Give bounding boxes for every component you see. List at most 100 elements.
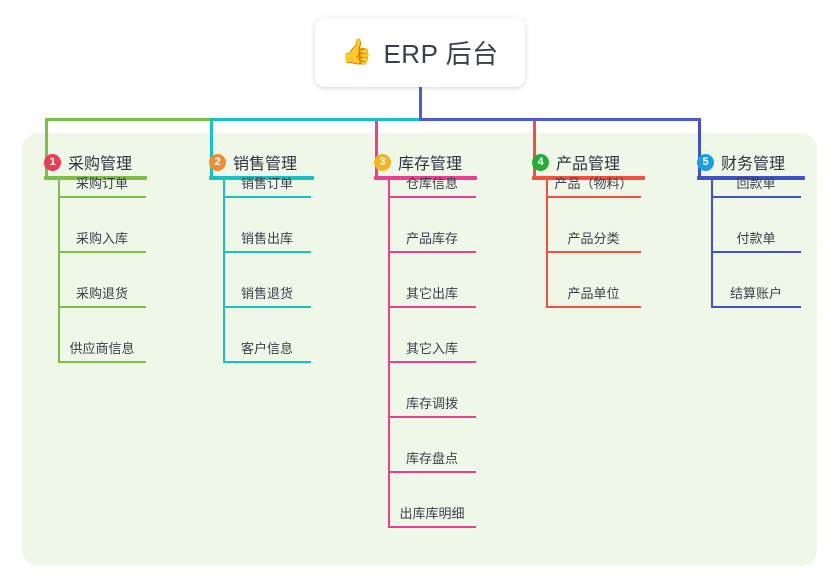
leaf-item-label: 库存盘点 (405, 451, 458, 466)
leaf-item-rule (546, 196, 641, 198)
leaf-item-label: 销售出库 (240, 231, 293, 246)
branch-spine-line (711, 180, 713, 308)
branch-number-badge: 3 (374, 153, 391, 171)
branch-drop-line-3 (375, 118, 378, 176)
branch-spine-line (223, 180, 225, 363)
leaf-item[interactable]: 回款单 (711, 160, 801, 198)
leaf-item[interactable]: 采购订单 (58, 160, 146, 198)
leaf-item-rule (546, 306, 641, 308)
leaf-item[interactable]: 采购退货 (58, 270, 146, 308)
branch-header-label: 财务管理 (721, 156, 786, 173)
leaf-item-rule (546, 251, 641, 253)
branch-number-badge: 4 (532, 153, 549, 171)
leaf-item-label: 客户信息 (240, 341, 293, 356)
leaf-item-label: 产品库存 (405, 231, 458, 246)
bus-segment-1 (45, 118, 211, 121)
leaf-item-label: 产品（物料） (554, 176, 633, 191)
leaf-item[interactable]: 结算账户 (711, 270, 801, 308)
branch-header-2[interactable]: 2 销售管理 (209, 150, 297, 174)
branch-drop-line-1 (45, 118, 48, 176)
leaf-item-rule (223, 196, 311, 198)
leaf-item-rule (58, 361, 146, 363)
leaf-item[interactable]: 库存盘点 (388, 435, 476, 473)
branch-number-badge: 2 (209, 153, 226, 171)
leaf-item[interactable]: 仓库信息 (388, 160, 476, 198)
root-stem-line (419, 87, 422, 121)
branch-spine-line (546, 180, 548, 308)
thumbs-up-icon: 👍 (341, 38, 373, 66)
leaf-item[interactable]: 产品（物料） (546, 160, 641, 198)
bus-segment-3 (419, 118, 701, 121)
branch-header-label: 产品管理 (556, 156, 621, 173)
branch-drop-line-4 (533, 118, 536, 176)
leaf-item-label: 出库库明细 (399, 506, 465, 521)
leaf-item[interactable]: 产品分类 (546, 215, 641, 253)
leaf-item-label: 其它出库 (405, 286, 458, 301)
leaf-item-label: 回款单 (736, 176, 776, 191)
leaf-item[interactable]: 产品单位 (546, 270, 641, 308)
leaf-item-rule (58, 196, 146, 198)
branch-number-badge: 1 (44, 153, 61, 171)
branch-number-badge: 5 (697, 153, 714, 171)
leaf-item-rule (58, 251, 146, 253)
leaf-item-rule (223, 306, 311, 308)
leaf-item-rule (388, 196, 476, 198)
leaf-item[interactable]: 付款单 (711, 215, 801, 253)
leaf-item[interactable]: 其它出库 (388, 270, 476, 308)
leaf-item-rule (388, 251, 476, 253)
leaf-item-label: 库存调拨 (405, 396, 458, 411)
leaf-item-rule (711, 196, 801, 198)
branch-spine-line (58, 180, 60, 363)
leaf-item[interactable]: 采购入库 (58, 215, 146, 253)
leaf-item-rule (388, 471, 476, 473)
root-node-title: ERP 后台 (383, 39, 499, 69)
branch-header-label: 库存管理 (398, 156, 463, 173)
branch-header-rule (374, 176, 477, 180)
branch-drop-line-2 (210, 118, 213, 176)
root-node-card[interactable]: 👍 ERP 后台 (315, 18, 525, 87)
leaf-item-label: 销售订单 (240, 176, 293, 191)
branch-header-label: 销售管理 (233, 156, 298, 173)
leaf-item-rule (223, 251, 311, 253)
leaf-item-label: 供应商信息 (69, 341, 135, 356)
leaf-item[interactable]: 其它入库 (388, 325, 476, 363)
leaf-item[interactable]: 客户信息 (223, 325, 311, 363)
leaf-item-rule (711, 251, 801, 253)
branch-header-rule (209, 176, 314, 180)
leaf-item-rule (388, 526, 476, 528)
leaf-item-rule (223, 361, 311, 363)
branch-header-5[interactable]: 5 财务管理 (697, 150, 785, 174)
root-node-inner: 👍 ERP 后台 (341, 34, 498, 71)
leaf-item-label: 结算账户 (729, 286, 782, 301)
leaf-item[interactable]: 出库库明细 (388, 490, 476, 528)
branch-header-label: 采购管理 (68, 156, 133, 173)
branch-header-4[interactable]: 4 产品管理 (532, 150, 620, 174)
branch-spine-line (388, 180, 390, 528)
leaf-item[interactable]: 产品库存 (388, 215, 476, 253)
leaf-item[interactable]: 销售退货 (223, 270, 311, 308)
branch-header-1[interactable]: 1 采购管理 (44, 150, 132, 174)
branch-drop-line-5 (698, 118, 701, 176)
leaf-item-rule (388, 361, 476, 363)
leaf-item-label: 付款单 (736, 231, 776, 246)
diagram-background-panel (22, 133, 817, 566)
leaf-item-rule (58, 306, 146, 308)
leaf-item-rule (388, 306, 476, 308)
branch-header-rule (697, 176, 805, 180)
leaf-item-rule (388, 416, 476, 418)
branch-header-3[interactable]: 3 库存管理 (374, 150, 462, 174)
leaf-item[interactable]: 供应商信息 (58, 325, 146, 363)
leaf-item-rule (711, 306, 801, 308)
bus-segment-2 (210, 118, 420, 121)
leaf-item[interactable]: 销售出库 (223, 215, 311, 253)
leaf-item[interactable]: 销售订单 (223, 160, 311, 198)
leaf-item-label: 产品分类 (567, 231, 620, 246)
branch-header-rule (44, 176, 147, 180)
leaf-item-label: 其它入库 (405, 341, 458, 356)
leaf-item[interactable]: 库存调拨 (388, 380, 476, 418)
leaf-item-label: 仓库信息 (405, 176, 458, 191)
leaf-item-label: 采购订单 (75, 176, 128, 191)
leaf-item-label: 采购退货 (75, 286, 128, 301)
leaf-item-label: 产品单位 (567, 286, 620, 301)
